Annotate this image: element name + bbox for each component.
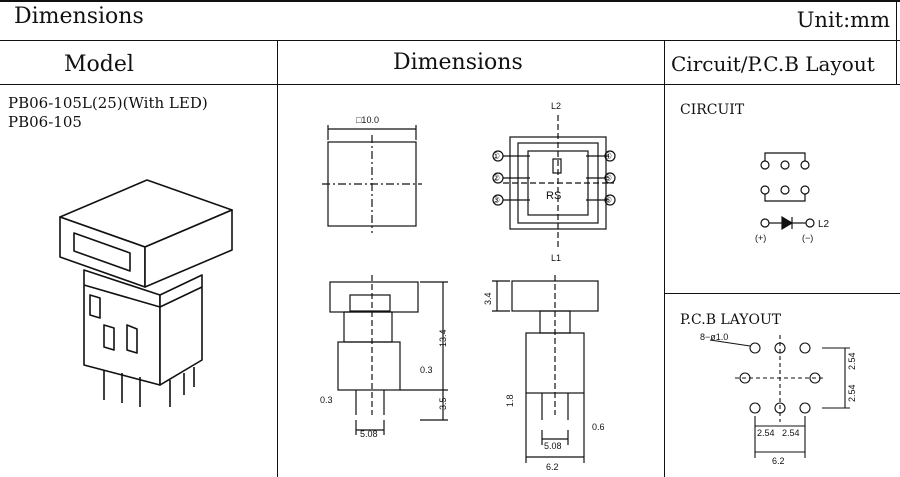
dim-0-3b: 0.3 (320, 395, 333, 405)
dimensions-column-header: Dimensions (393, 50, 523, 75)
switch-illustration (59, 179, 233, 407)
pin-5: ⑤ (604, 173, 612, 183)
dimension-drawings: □10.0 L2 L1 RS ① ② ③ ④ ⑤ ⑥ 13.4 3.5 0.3 … (320, 101, 616, 472)
col-divider-2 (664, 40, 665, 477)
dim-5-08a: 5.08 (360, 429, 378, 439)
dim-5-08b: 5.08 (544, 441, 562, 451)
layout-divider (664, 293, 900, 294)
circuit-l2: L2 (818, 219, 830, 230)
pcb-pitch-1: 2.54 (757, 428, 775, 438)
colhead-divider (0, 84, 900, 85)
dim-3-5: 3.5 (438, 397, 448, 410)
unit-label: Unit:mm (796, 8, 890, 32)
circuit-diagram: L1 L2 (+) (−) (755, 152, 830, 243)
circuit-minus: (−) (802, 233, 813, 243)
dim-13-4: 13.4 (438, 329, 448, 347)
circuit-heading: CIRCUIT (680, 102, 745, 118)
dim-6-2a: 6.2 (546, 462, 559, 472)
dim-0-3a: 0.3 (420, 365, 433, 375)
pcb-pitch-4: 2.54 (847, 384, 857, 402)
dim-l2: L2 (551, 101, 561, 111)
layout-column-header: Circuit/P.C.B Layout (671, 52, 875, 76)
dim-0-6: 0.6 (592, 422, 605, 432)
pin-2: ② (492, 173, 500, 183)
pin-1: ① (492, 151, 500, 161)
dim-3-4: 3.4 (483, 292, 493, 305)
circuit-plus: (+) (755, 233, 766, 243)
model-column-header: Model (64, 52, 134, 77)
model-name-plain: PB06-105 (8, 113, 82, 131)
pcb-pitch-2: 2.54 (782, 428, 800, 438)
pcb-pitch-3: 2.54 (847, 352, 857, 370)
pcb-heading: P.C.B LAYOUT (680, 312, 782, 328)
dim-l1: L1 (551, 253, 561, 263)
top-border (0, 0, 900, 2)
pcb-hole-spec: 8−ø1.0 (700, 332, 728, 342)
pin-6: ⑥ (604, 195, 612, 205)
pin-4: ④ (604, 151, 612, 161)
right-border (896, 0, 897, 84)
col-divider-1 (277, 40, 278, 477)
pin-3: ③ (492, 195, 500, 205)
model-name-led: PB06-105L(25)(With LED) (8, 94, 208, 112)
page-title: Dimensions (14, 4, 144, 29)
pcb-layout: 8−ø1.0 2.54 2.54 2.54 2.54 6.2 (700, 332, 857, 466)
dim-1-8: 1.8 (505, 394, 515, 407)
dim-top-size: □10.0 (356, 115, 379, 125)
dim-rs: RS (546, 190, 561, 202)
pcb-width: 6.2 (772, 456, 785, 466)
header-divider (0, 40, 900, 41)
